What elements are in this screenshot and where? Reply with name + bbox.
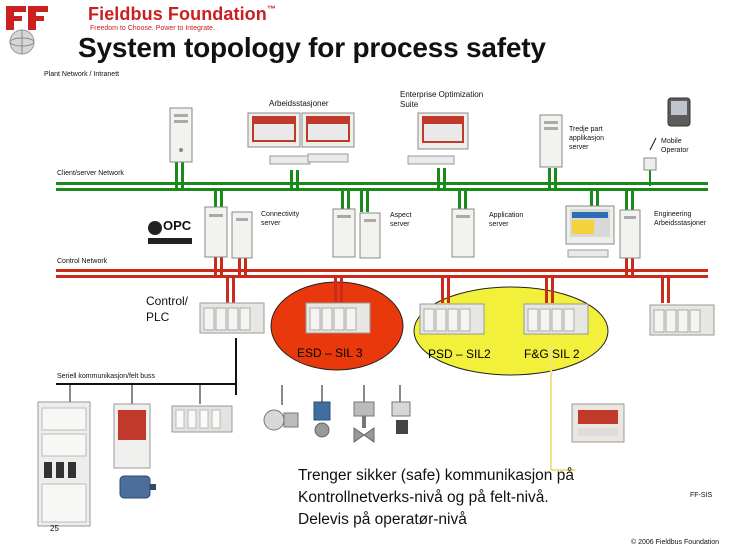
thirdparty-label-3: server [569,144,589,151]
footer-line-1: Trenger sikker (safe) kommunikasjon på [298,467,574,484]
fieldbus-label: Seriell kommunikasjon/felt buss [57,373,156,380]
control-plc-label-2: PLC [146,310,170,324]
connectivity-label-2: server [261,220,281,227]
application-server [451,208,475,258]
engineering-workstation [565,205,641,259]
pressure-transmitter [263,409,299,431]
copyright: © 2006 Fieldbus Foundation [631,539,720,546]
application-label-2: server [489,221,509,228]
fieldbus-logo [6,6,48,55]
control-plc-label-1: Control/ [146,294,189,308]
motor-control-cabinet [37,401,91,527]
valve-actuator [353,401,375,443]
workstation-monitors [247,112,355,165]
remote-io [171,405,233,433]
third-party-server [539,114,563,168]
psd-label: PSD – SIL2 [428,347,491,361]
frequency-drive [113,403,151,469]
temperature-transmitter [391,401,411,434]
enterprise-label-2: Suite [400,100,419,109]
workstations-label: Arbeidsstasjoner [269,99,329,108]
engineering-label-2: Arbeidsstasjoner [654,220,707,227]
flow-transmitter [313,401,331,438]
connectivity-servers [204,206,253,259]
mobile-label-2: Operator [661,147,689,154]
connectivity-label-1: Connectivity [261,211,300,218]
thirdparty-label-1: Tredje part [569,126,603,133]
electric-motor [119,475,156,499]
aspect-label-2: server [390,221,410,228]
enterprise-workstation [407,112,469,165]
green-network-drops [175,162,651,212]
fg-plc-rack [523,303,589,335]
fieldbus-line [56,383,216,385]
page-title: System topology for process safety [78,32,546,63]
aspect-servers [332,208,381,259]
page-number: 25 [50,524,59,533]
brand-name: Fieldbus Foundation [88,4,267,24]
fg-label: F&G SIL 2 [524,347,580,361]
client-server-network-label: Client/server Network [57,170,124,177]
opc-logo [146,218,194,244]
aspect-label-1: Aspect [390,212,412,219]
client-server-network-lines [56,182,708,191]
mobile-label-1: Mobile [661,138,682,145]
control-network-label: Control Network [57,258,108,265]
control-network-lines [56,269,708,278]
thirdparty-label-2: applikasjon [569,135,605,142]
plant-network-server [169,107,193,163]
brand-tagline: Freedom to Choose. Power to Integrate. [90,25,215,32]
ffsis-label: FF-SIS [690,492,713,499]
opc-text: OPC [163,218,192,233]
footer-line-3: Delevis på operatør-nivå [298,511,467,528]
enterprise-label-1: Enterprise Optimization [400,90,484,99]
fire-gas-panel [571,403,625,443]
engineering-label-1: Engineering [654,211,692,218]
red-network-drops [214,256,670,303]
plant-network-label: Plant Network / Intranett [44,71,120,78]
control-plc-rack [199,302,265,334]
esd-plc-rack [305,302,371,334]
mobile-operator-device [643,97,691,171]
footer-line-2: Kontrollnetverks-nivå og på felt-nivå. [298,489,549,506]
psd-plc-rack [419,303,485,335]
esd-label: ESD – SIL 3 [297,346,363,360]
fieldbus-drops [69,385,401,405]
application-label-1: Application [489,212,524,219]
trademark: ™ [266,4,276,14]
extra-plc-rack [649,304,715,336]
